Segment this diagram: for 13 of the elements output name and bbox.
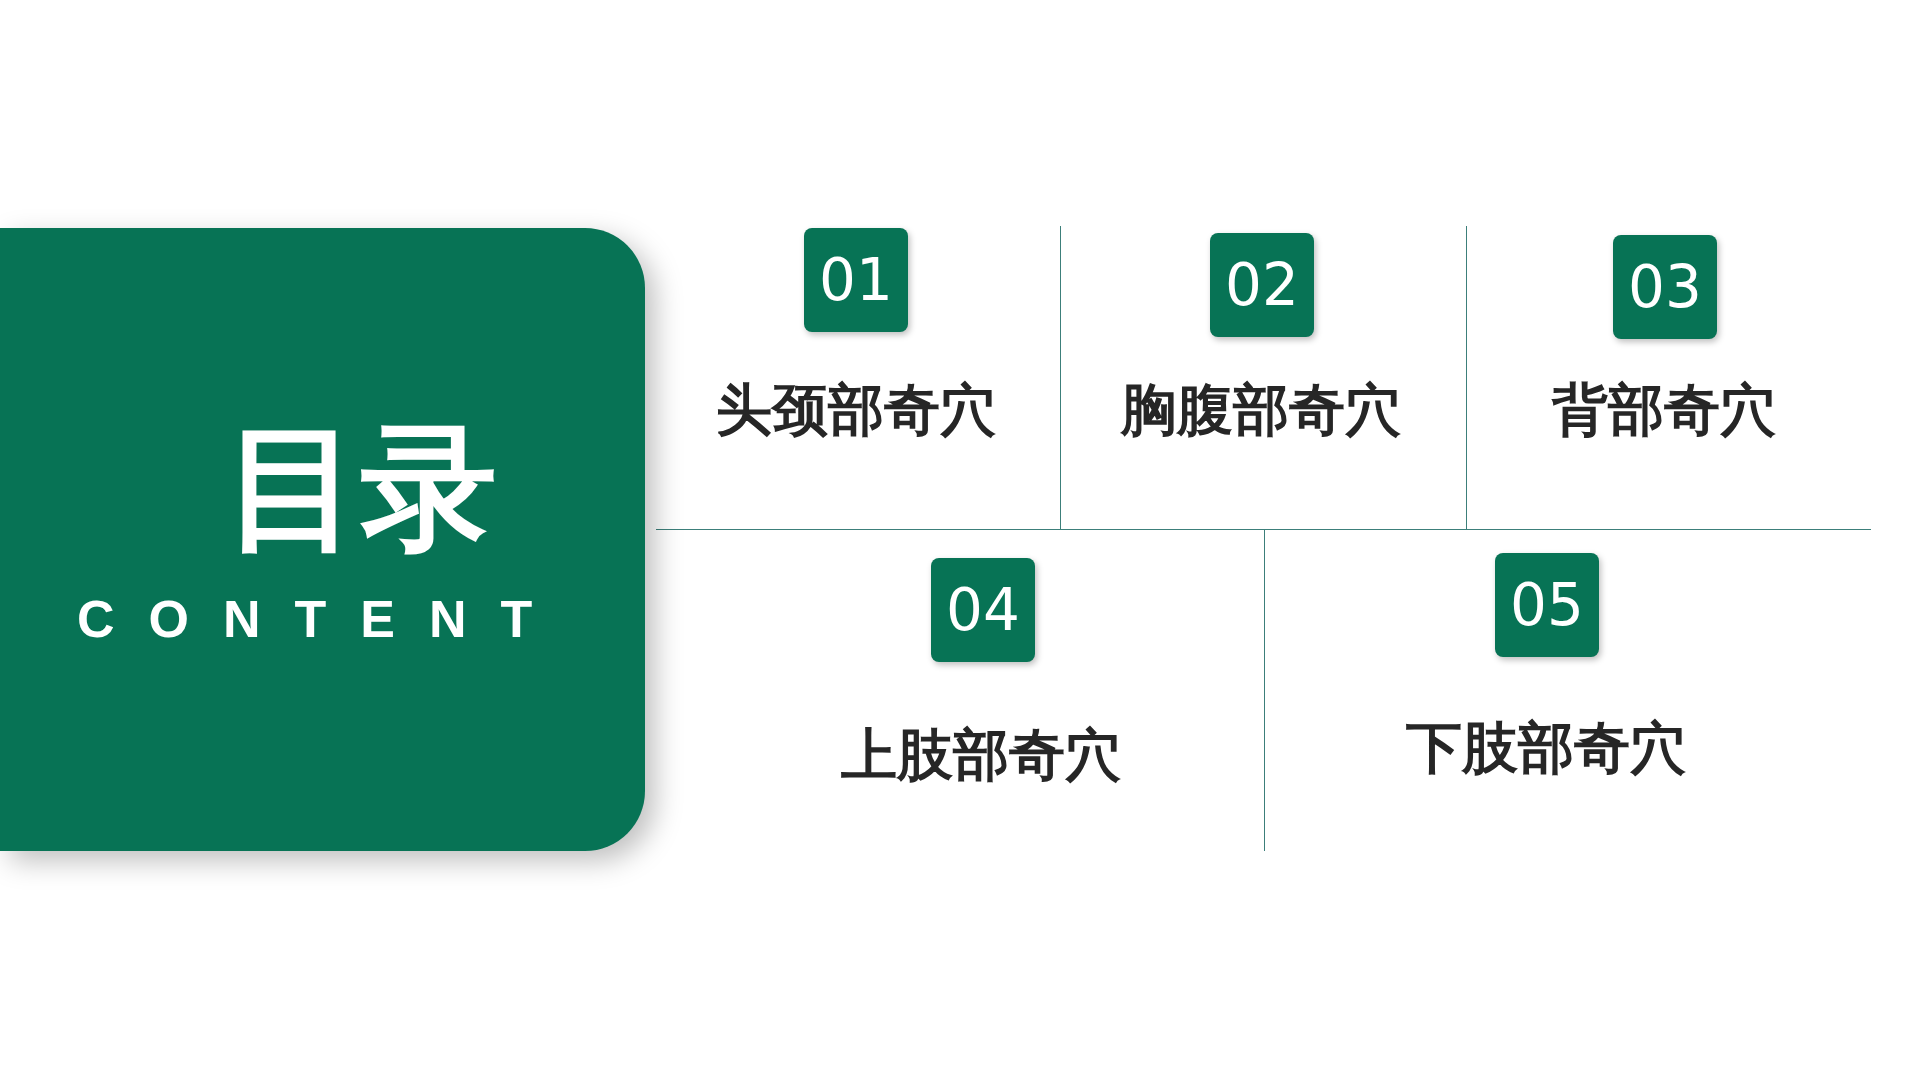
number-badge: 05 xyxy=(1495,553,1599,657)
subheading-text: CONTENT xyxy=(77,593,567,645)
number-badge: 02 xyxy=(1210,233,1314,337)
number-badge: 04 xyxy=(931,558,1035,662)
section-title: 上肢部奇穴 xyxy=(841,724,1121,786)
section-title: 背部奇穴 xyxy=(1552,379,1776,441)
number-badge: 01 xyxy=(804,228,908,332)
number-badge: 03 xyxy=(1613,235,1717,339)
section-title: 头颈部奇穴 xyxy=(716,379,996,441)
title-panel xyxy=(0,228,645,851)
section-title: 下肢部奇穴 xyxy=(1406,717,1686,779)
heading-text: 目录 xyxy=(225,420,497,556)
section-title: 胸腹部奇穴 xyxy=(1121,379,1401,441)
